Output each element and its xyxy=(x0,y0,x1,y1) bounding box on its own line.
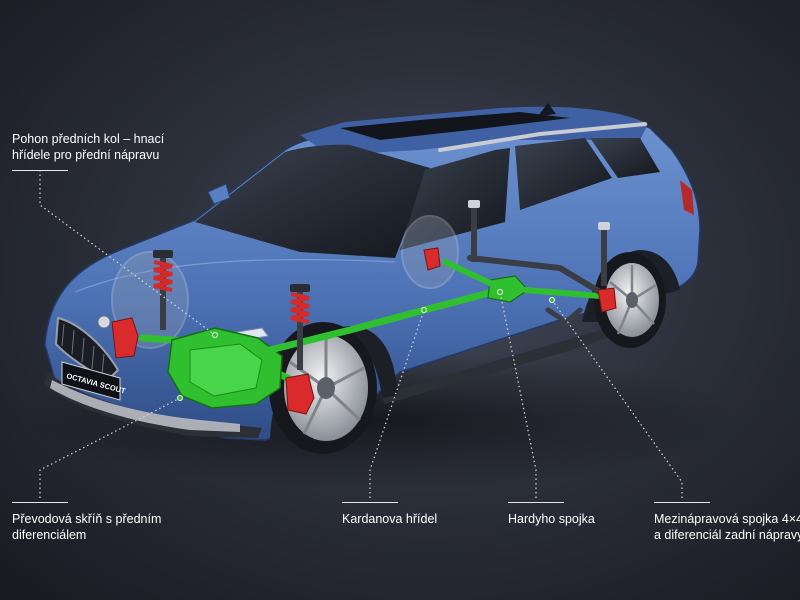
leader-dots xyxy=(177,289,555,401)
label-hardy-line1: Hardyho spojka xyxy=(508,512,595,526)
label-propshaft-rule xyxy=(342,502,398,503)
label-coupling: Mezinápravová spojka 4×4 a diferenciál z… xyxy=(654,512,800,543)
label-propshaft: Kardanova hřídel xyxy=(342,512,437,528)
label-coupling-line1: Mezinápravová spojka 4×4 xyxy=(654,512,800,526)
rear-differential xyxy=(487,275,529,303)
label-gearbox-rule xyxy=(12,502,68,503)
leader-lines xyxy=(39,170,683,498)
propshaft xyxy=(258,286,504,356)
label-hardy: Hardyho spojka xyxy=(508,512,595,528)
label-coupling-line2: a diferenciál zadní nápravy xyxy=(654,527,800,542)
leader-coupling xyxy=(551,299,683,498)
leader-hardy xyxy=(499,291,537,498)
logo-icon xyxy=(97,315,111,329)
leader-gearbox xyxy=(39,397,181,498)
label-gearbox-line1: Převodová skříň s předním xyxy=(12,512,162,526)
wheel-rear xyxy=(594,252,666,348)
leader-propshaft xyxy=(369,309,425,498)
suspension xyxy=(153,200,610,370)
label-gearbox-line2: diferenciálem xyxy=(12,527,87,542)
label-front-axle: Pohon předních kol – hnací hřídele pro p… xyxy=(12,132,164,163)
brake-calipers xyxy=(111,247,617,415)
wheel-front xyxy=(269,322,377,454)
label-gearbox: Převodová skříň s předním diferenciálem xyxy=(12,512,161,543)
label-front-axle-line1: Pohon předních kol – hnací xyxy=(12,132,165,146)
label-front-axle-rule xyxy=(12,170,68,171)
label-hardy-rule xyxy=(508,502,564,503)
label-front-axle-line2: hřídele pro přední nápravu xyxy=(12,147,160,162)
label-propshaft-line1: Kardanova hřídel xyxy=(342,512,438,526)
label-coupling-rule xyxy=(654,502,710,503)
leader-front-axle xyxy=(39,170,216,336)
